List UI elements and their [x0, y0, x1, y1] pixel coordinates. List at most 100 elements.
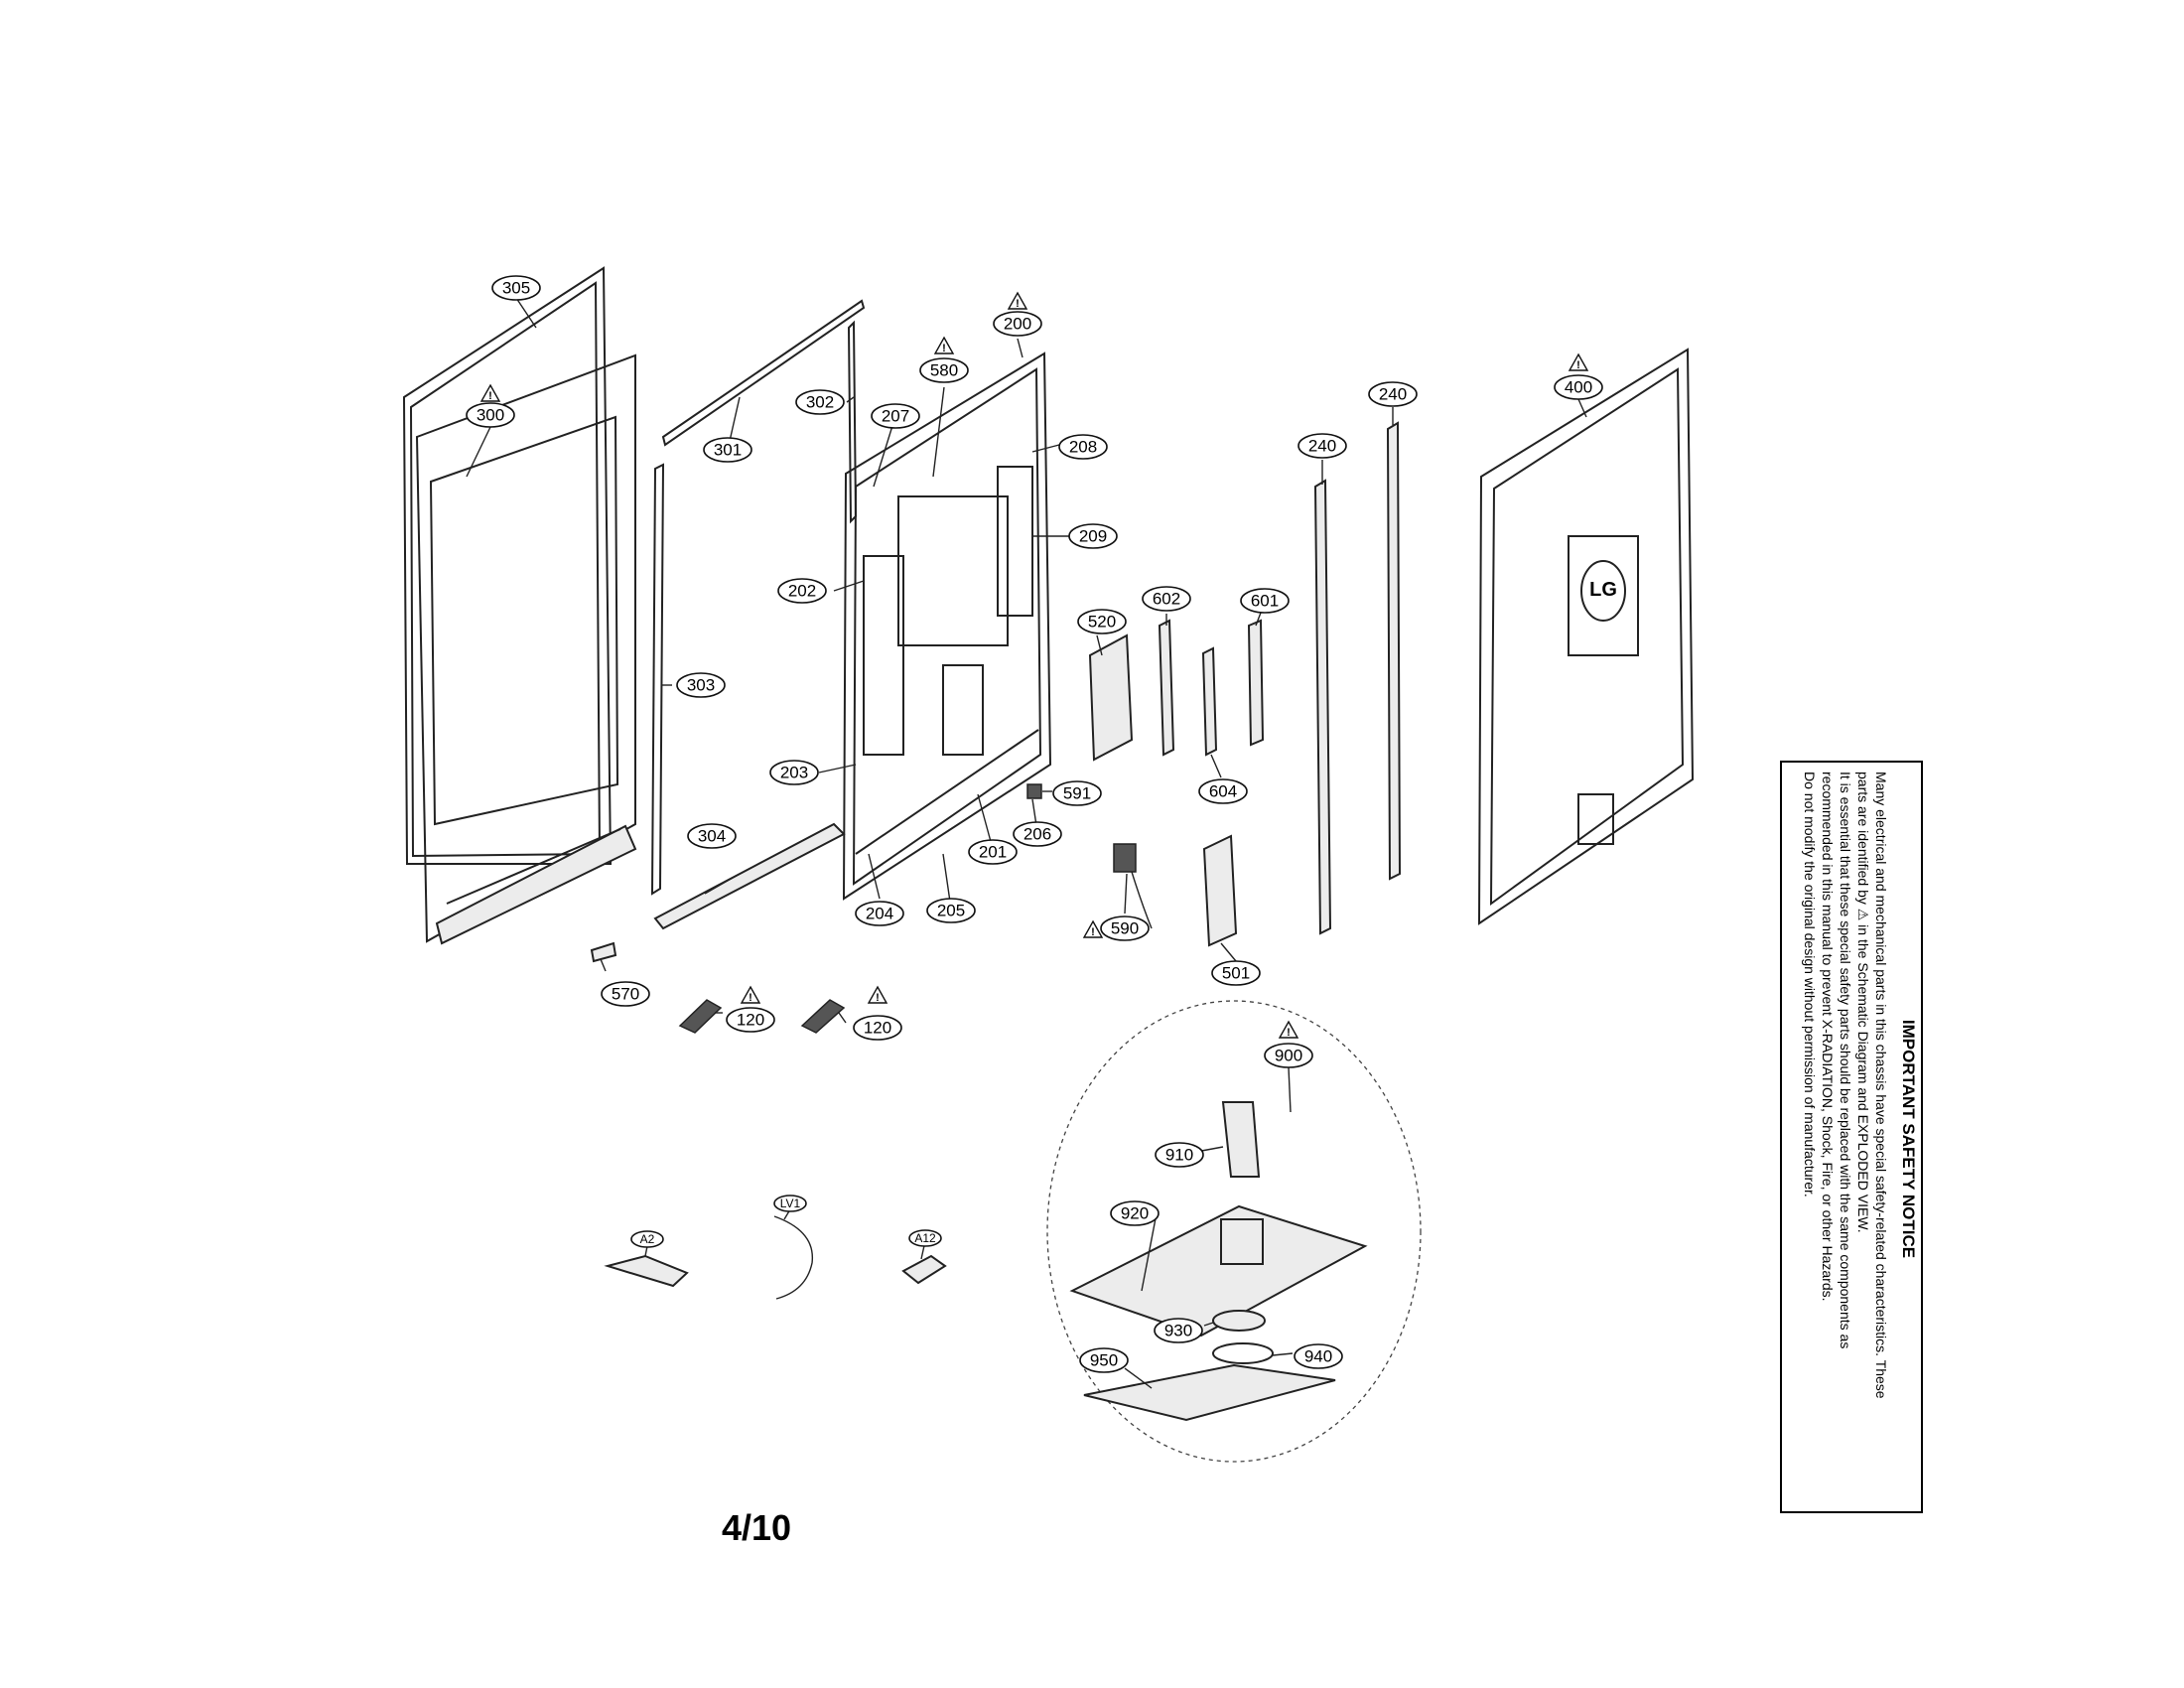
- part-602-board: [1158, 619, 1175, 757]
- callout-204: 204: [855, 901, 904, 926]
- part-570: [590, 941, 617, 963]
- svg-text:301: 301: [714, 441, 742, 460]
- callout-207: 207: [871, 403, 920, 429]
- svg-text:!: !: [1576, 359, 1580, 371]
- warning-icon: !: [1007, 291, 1028, 310]
- callout-940: 940: [1294, 1343, 1343, 1369]
- warning-icon: !: [1278, 1020, 1299, 1039]
- svg-text:302: 302: [806, 393, 834, 412]
- safety-notice-line: Many electrical and mechanical parts in …: [1873, 772, 1889, 1399]
- callout-920: 920: [1110, 1200, 1160, 1226]
- safety-notice-content: IMPORTANT SAFETY NOTICE Many electrical …: [1789, 772, 1918, 1506]
- svg-text:604: 604: [1209, 782, 1237, 801]
- callout-240-left: 240: [1297, 433, 1347, 459]
- svg-text:940: 940: [1304, 1347, 1332, 1366]
- part-120-left: [678, 999, 723, 1034]
- svg-text:!: !: [876, 992, 880, 1004]
- part-303-left-strip: [650, 463, 665, 896]
- callout-580: 580: [919, 357, 969, 383]
- svg-text:!: !: [942, 343, 946, 354]
- part-240-speaker-left: [1313, 479, 1332, 935]
- svg-text:601: 601: [1251, 592, 1279, 611]
- stand-assembly-900: [1046, 1000, 1422, 1463]
- callout-203: 203: [769, 760, 819, 785]
- svg-text:204: 204: [866, 905, 893, 923]
- warning-icon: !: [1082, 919, 1104, 938]
- callout-604: 604: [1198, 778, 1248, 804]
- svg-text:400: 400: [1565, 378, 1592, 397]
- svg-text:203: 203: [780, 764, 808, 782]
- callout-305: 305: [491, 275, 541, 301]
- part-604-board: [1201, 646, 1218, 757]
- cable-A2: [604, 1254, 689, 1288]
- callout-520: 520: [1077, 609, 1127, 634]
- warning-icon: !: [479, 383, 501, 402]
- part-304-bottom-strip: [653, 822, 846, 930]
- svg-text:200: 200: [1004, 315, 1031, 334]
- callout-950: 950: [1079, 1347, 1129, 1373]
- svg-text:205: 205: [937, 902, 965, 920]
- svg-text:602: 602: [1153, 590, 1180, 609]
- svg-text:120: 120: [737, 1011, 764, 1030]
- svg-text:206: 206: [1024, 825, 1051, 844]
- callout-601: 601: [1240, 588, 1290, 614]
- part-520-board: [1088, 633, 1134, 762]
- svg-text:!: !: [749, 992, 752, 1004]
- cable-LV1: [773, 1215, 814, 1300]
- part-240-speaker-right: [1386, 421, 1402, 881]
- svg-text:303: 303: [687, 676, 715, 695]
- callout-200: 200: [993, 311, 1042, 337]
- callout-304: 304: [687, 823, 737, 849]
- svg-text:304: 304: [698, 827, 726, 846]
- part-920-base: [1069, 1204, 1368, 1337]
- callout-910: 910: [1155, 1142, 1204, 1168]
- callout-202: 202: [777, 578, 827, 604]
- svg-text:591: 591: [1063, 784, 1091, 803]
- svg-text:910: 910: [1165, 1146, 1193, 1165]
- warning-icon: !: [867, 985, 888, 1004]
- svg-text:209: 209: [1079, 527, 1107, 546]
- callout-205: 205: [926, 898, 976, 923]
- part-302-side-strip: [847, 320, 858, 524]
- part-501-board: [1202, 834, 1238, 947]
- safety-notice-line: It is essential that these special safet…: [1838, 772, 1853, 1349]
- safety-notice-line: Do not modify the original design withou…: [1802, 772, 1818, 1197]
- part-120-right: [800, 999, 846, 1034]
- part-200-main-frame: [842, 352, 1052, 901]
- callout-302: 302: [795, 389, 845, 415]
- callout-LV1: LV1: [773, 1195, 807, 1212]
- part-601-board: [1247, 619, 1265, 747]
- callout-400: 400: [1554, 374, 1603, 400]
- part-930-hub: [1212, 1310, 1266, 1332]
- callout-201: 201: [968, 839, 1018, 865]
- svg-text:900: 900: [1275, 1047, 1302, 1065]
- callout-930: 930: [1154, 1318, 1203, 1343]
- callout-A2: A2: [630, 1230, 664, 1248]
- part-940-ring: [1212, 1342, 1274, 1364]
- svg-text:208: 208: [1069, 438, 1097, 457]
- svg-text:!: !: [1016, 298, 1020, 310]
- svg-text:520: 520: [1088, 613, 1116, 632]
- svg-text:120: 120: [864, 1019, 891, 1038]
- part-400-back-cover: LG: [1477, 348, 1695, 925]
- svg-text:207: 207: [882, 407, 909, 426]
- lg-logo: LG: [1589, 579, 1617, 601]
- callout-570: 570: [601, 981, 650, 1007]
- safety-notice-box: IMPORTANT SAFETY NOTICE Many electrical …: [1780, 761, 1923, 1513]
- svg-text:930: 930: [1164, 1322, 1192, 1340]
- svg-text:A12: A12: [914, 1231, 936, 1245]
- callout-501: 501: [1211, 960, 1261, 986]
- callouts: 305 300 301 302 303 304 207 580 200 208 …: [466, 275, 1603, 1373]
- warning-icon: !: [740, 985, 761, 1004]
- svg-text:240: 240: [1379, 385, 1407, 404]
- part-301-top-strip: [661, 299, 866, 447]
- cable-A12: [901, 1254, 947, 1285]
- svg-text:570: 570: [612, 985, 639, 1004]
- svg-text:950: 950: [1090, 1351, 1118, 1370]
- callout-591: 591: [1052, 780, 1102, 806]
- callout-206: 206: [1013, 821, 1062, 847]
- callout-209: 209: [1068, 523, 1118, 549]
- callout-900: 900: [1264, 1043, 1313, 1068]
- svg-text:501: 501: [1222, 964, 1250, 983]
- svg-text:590: 590: [1111, 919, 1139, 938]
